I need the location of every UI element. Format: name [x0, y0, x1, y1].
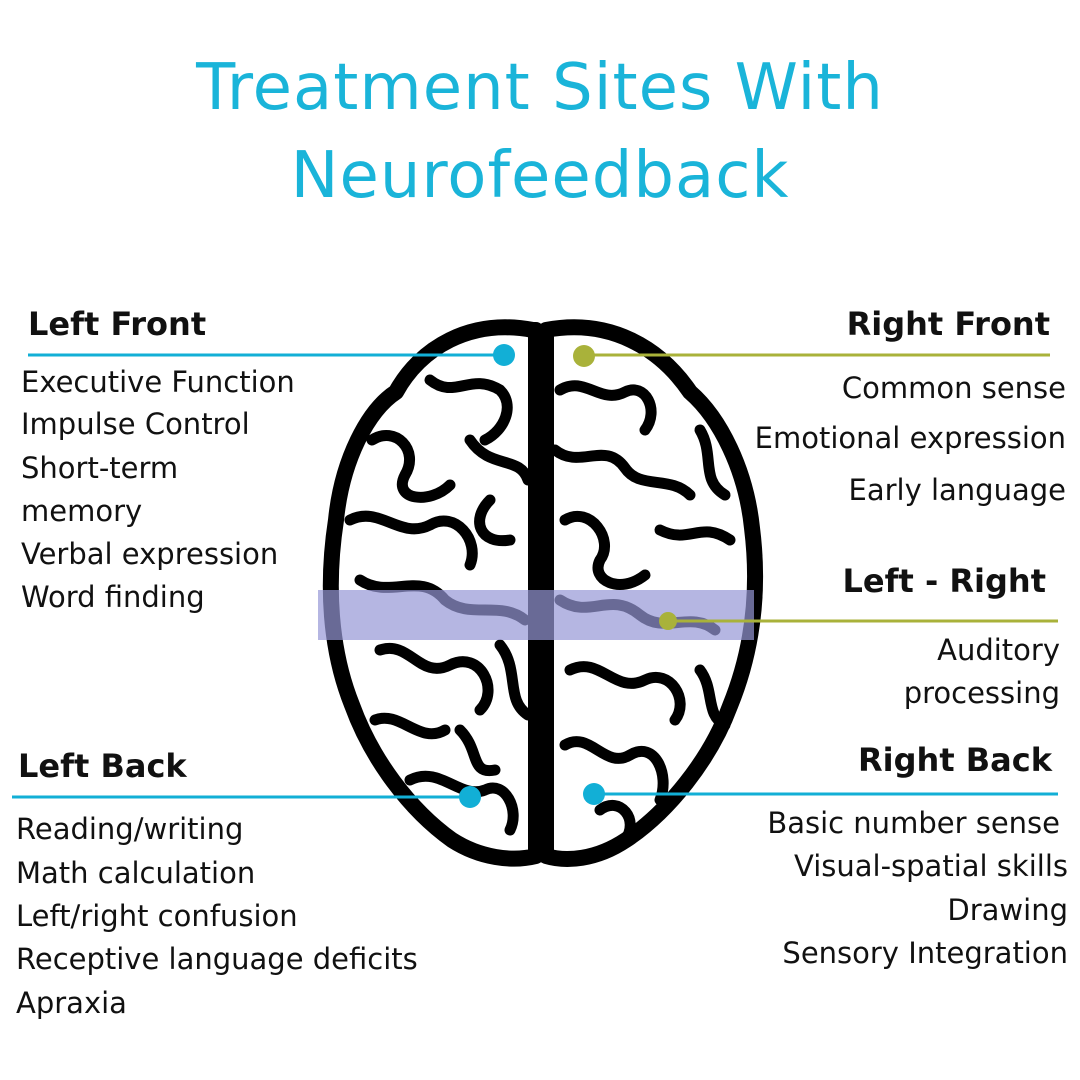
right-back-item: Drawing — [947, 893, 1068, 927]
left-front-item: Impulse Control — [21, 407, 250, 441]
left-front-item: Verbal expression — [21, 537, 279, 571]
left-back-item: Reading/writing — [16, 812, 244, 846]
left-back-item: Receptive language deficits — [16, 942, 418, 976]
left-right-band — [318, 590, 754, 640]
right-back-item: Visual-spatial skills — [794, 849, 1068, 883]
left-back-item: Apraxia — [16, 986, 127, 1020]
left-front-item: Word finding — [21, 580, 205, 614]
left-right-marker — [659, 612, 677, 630]
left-back-marker — [459, 786, 481, 808]
right-front-item: Early language — [848, 473, 1066, 507]
left-front-item: memory — [21, 494, 143, 528]
left-back-item: Math calculation — [16, 856, 256, 890]
left-right-item: processing — [903, 676, 1060, 710]
left-right-item: Auditory — [937, 633, 1060, 667]
left-back-item: Left/right confusion — [16, 899, 298, 933]
left-front-item: Short-term — [21, 451, 179, 485]
right-front-marker — [573, 345, 595, 367]
right-back-marker — [583, 783, 605, 805]
right-back-item: Sensory Integration — [782, 936, 1068, 970]
right-back-item: Basic number sense — [767, 806, 1060, 840]
title-line-1: Treatment Sites With — [196, 51, 884, 125]
left-right-heading: Left - Right — [842, 562, 1046, 600]
left-back-heading: Left Back — [18, 747, 187, 785]
left-front-marker — [493, 344, 515, 366]
left-front-item: Executive Function — [21, 365, 295, 399]
right-back-heading: Right Back — [858, 741, 1052, 779]
right-front-item: Common sense — [841, 371, 1066, 405]
title-line-2: Neurofeedback — [290, 139, 790, 213]
right-front-item: Emotional expression — [754, 421, 1066, 455]
left-front-heading: Left Front — [28, 305, 207, 343]
right-front-heading: Right Front — [846, 305, 1050, 343]
